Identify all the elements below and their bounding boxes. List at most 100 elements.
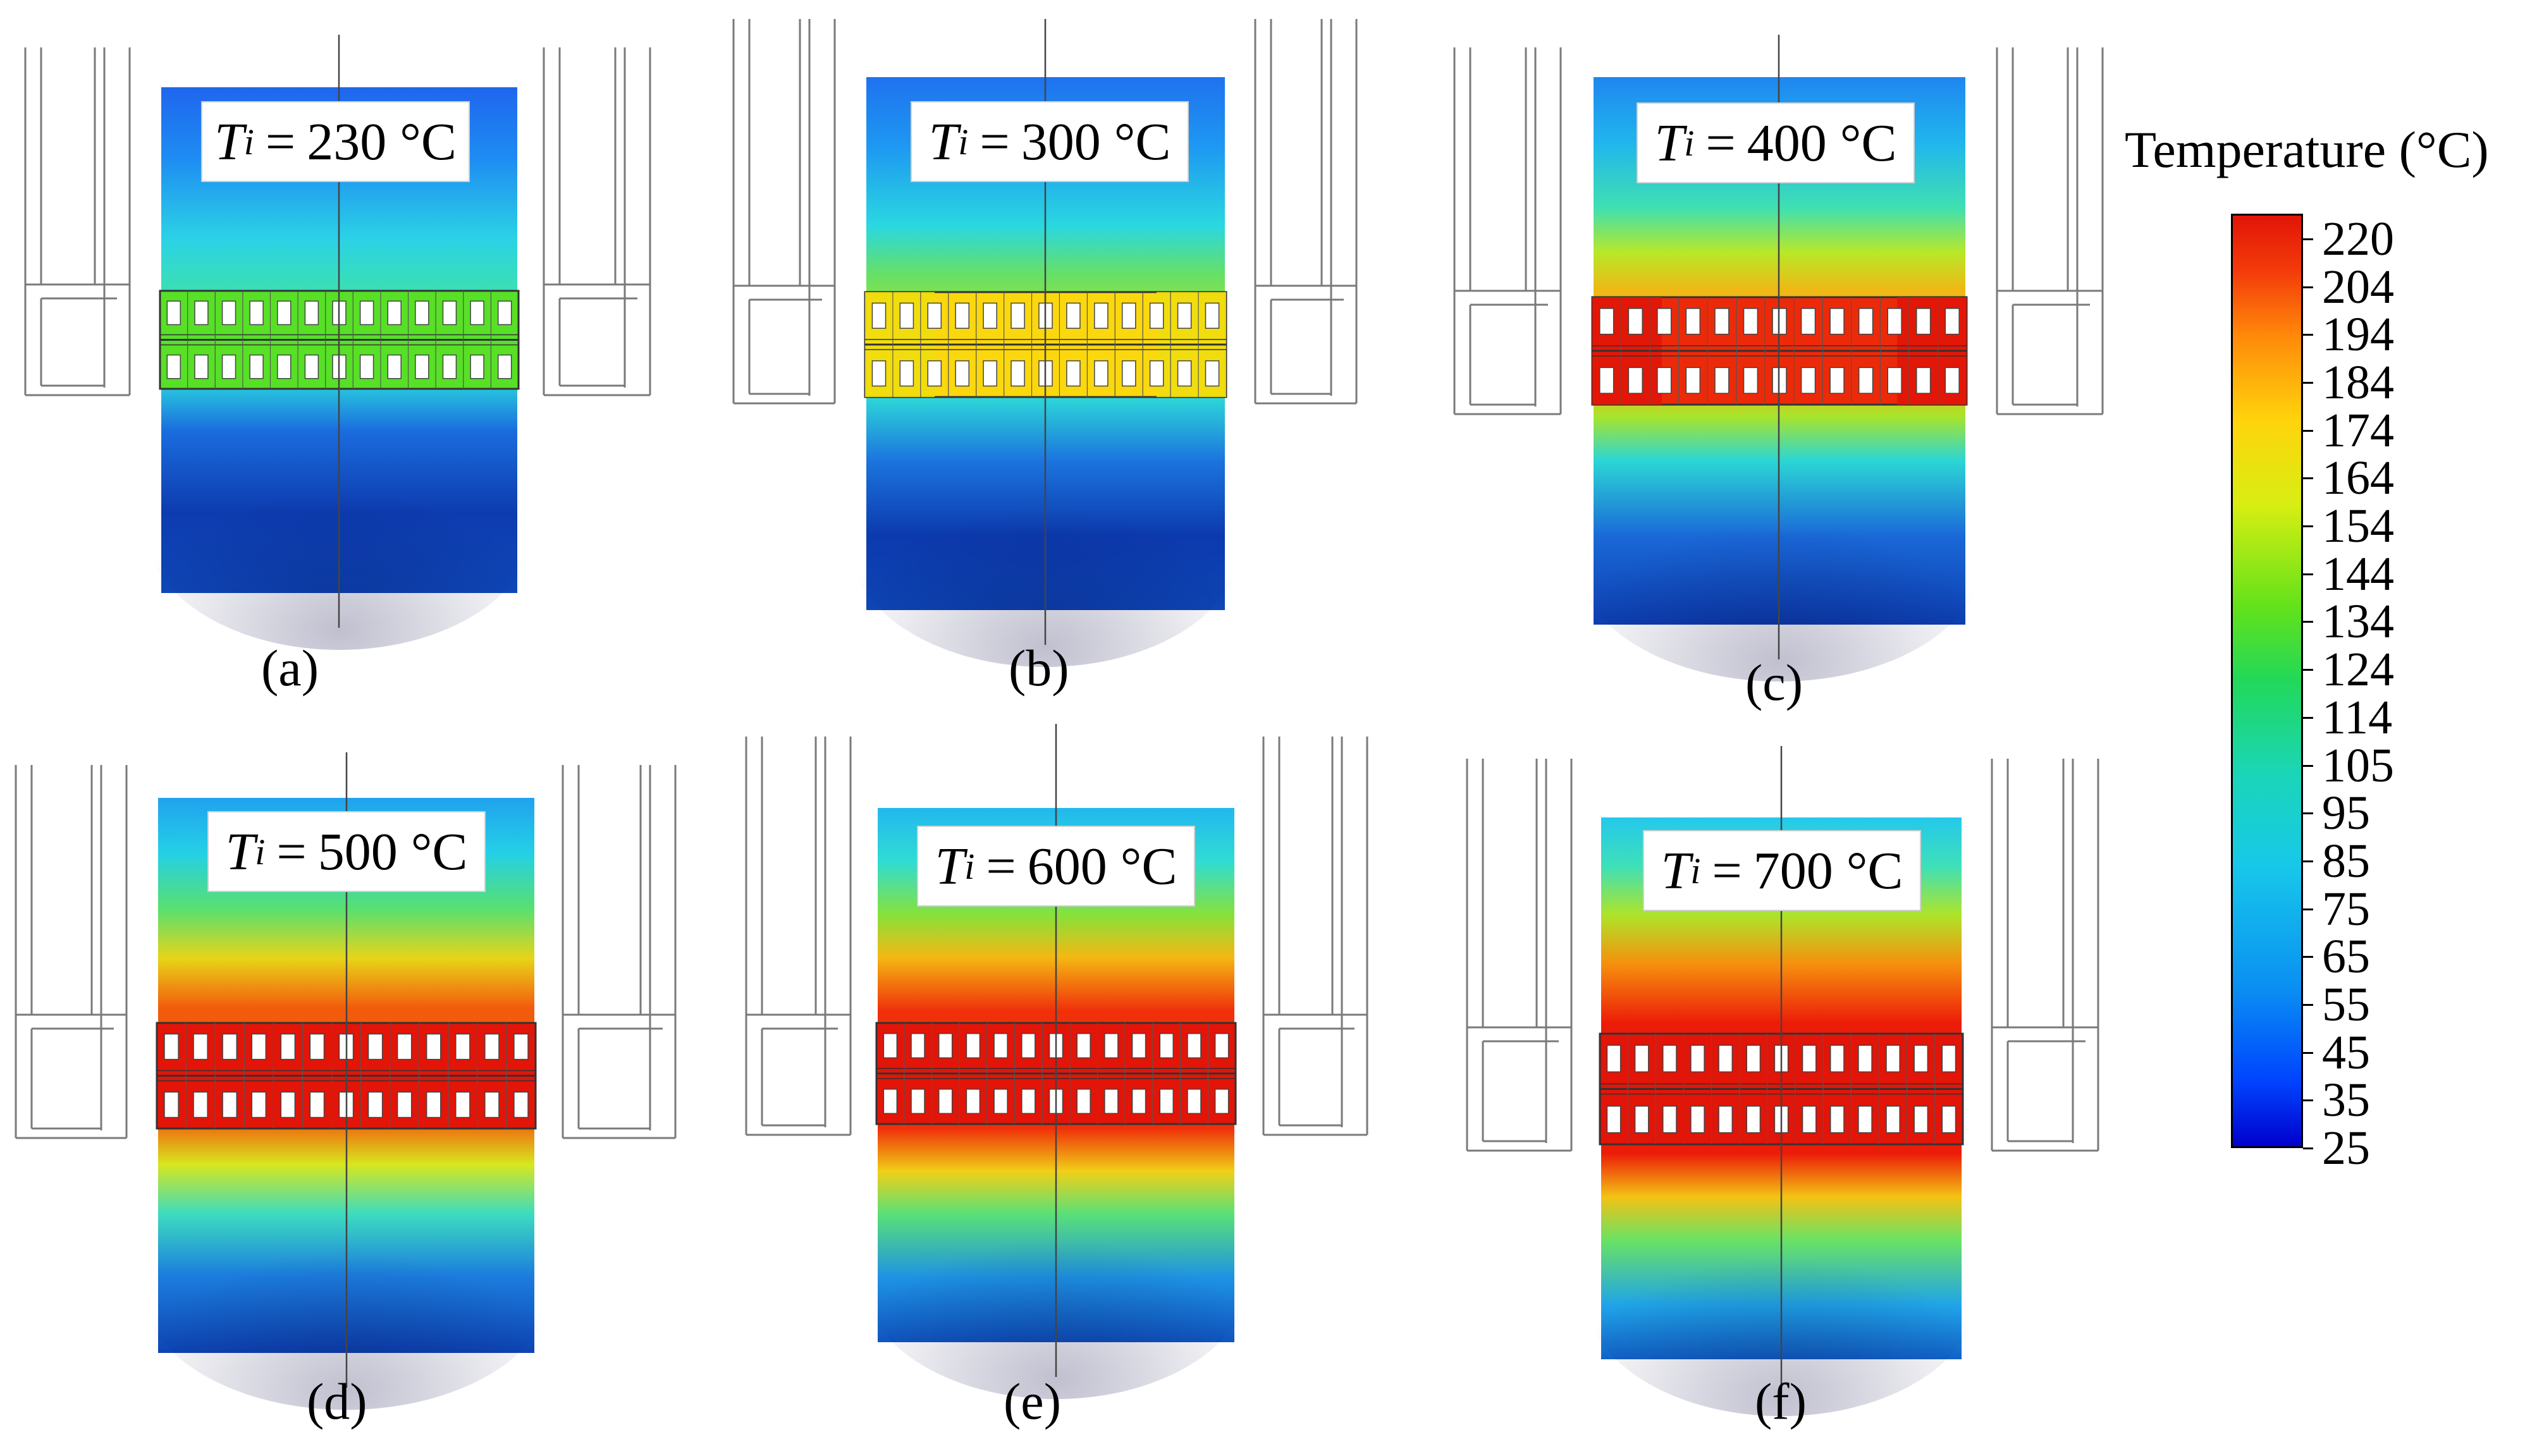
slab-cell	[497, 300, 512, 326]
label-value: 700	[1753, 841, 1833, 900]
label-equals: =	[986, 836, 1016, 896]
slab-cell	[251, 1091, 267, 1118]
slab-cell	[1743, 308, 1759, 335]
slab-cell	[1121, 302, 1136, 329]
slab-cell	[955, 360, 970, 387]
left-frame	[1453, 47, 1562, 415]
colorbar-tick-mark	[2303, 286, 2313, 288]
slab-cell	[1628, 367, 1643, 394]
slab-cell	[1944, 308, 1960, 335]
slab-cell	[1657, 308, 1672, 335]
colorbar-tick-label: 35	[2322, 1074, 2370, 1127]
right-frame	[1996, 47, 2104, 415]
slab-cell	[249, 354, 264, 379]
slab-cell	[1076, 1033, 1091, 1058]
slab-cell	[1746, 1105, 1761, 1134]
left-frame	[1466, 759, 1573, 1152]
slab-cell	[966, 1033, 981, 1058]
label-equals: =	[276, 822, 307, 881]
slab-cell	[927, 360, 942, 387]
slab-cell	[387, 300, 402, 326]
slab-cell	[1718, 1044, 1733, 1073]
colorbar-tick-label: 95	[2322, 786, 2370, 840]
colorbar-tick-label: 45	[2322, 1025, 2370, 1079]
slab-cell	[1187, 1033, 1201, 1058]
slab-cell	[484, 1091, 500, 1118]
colorbar-tick-label: 85	[2322, 834, 2370, 888]
colorbar-tick-mark	[2303, 334, 2313, 336]
slab-cell	[1916, 367, 1931, 394]
colorbar-tick-mark	[2303, 812, 2313, 815]
slab-cell	[983, 302, 997, 329]
slab-cell	[221, 300, 236, 326]
colorbar-tick-mark	[2303, 573, 2313, 575]
slab-cell	[309, 1091, 325, 1118]
slab-cell	[1104, 1089, 1119, 1114]
slab-cell	[359, 300, 374, 326]
slab-cell	[1690, 1044, 1705, 1073]
slab-cell	[470, 300, 484, 326]
slab-cell	[367, 1091, 383, 1118]
colorbar-tick-mark	[2303, 1147, 2313, 1149]
slab-cell	[1690, 1105, 1705, 1134]
label-symbol: T	[1654, 113, 1685, 173]
slab-cell	[387, 354, 402, 379]
colorbar-tick-label: 124	[2322, 643, 2394, 697]
slab-cell	[359, 354, 374, 379]
right-frame	[1262, 737, 1368, 1136]
slab-cell	[166, 300, 181, 326]
label-equals: =	[265, 112, 296, 171]
slab-cell	[1599, 367, 1614, 394]
slab-cell	[911, 1089, 925, 1114]
slab-cell	[222, 1033, 238, 1060]
slab-cell	[1177, 302, 1192, 329]
slab-cell	[1886, 1105, 1900, 1134]
slab-cell	[1628, 308, 1643, 335]
panel-caption: (c)	[1745, 654, 1803, 711]
slab-cell	[1829, 1105, 1845, 1134]
label-subscript: i	[243, 121, 254, 162]
colorbar-tick-mark	[2303, 764, 2313, 767]
slab-cell	[1802, 1105, 1817, 1134]
slab-cell	[1886, 1044, 1900, 1073]
slab-cell	[1829, 308, 1845, 335]
slab-cell	[194, 354, 209, 379]
slab-cell	[1802, 1044, 1817, 1073]
slab-cell	[1606, 1105, 1621, 1134]
label-value: 500	[317, 822, 398, 881]
label-unit: °C	[1840, 113, 1897, 173]
slab-cell	[1066, 302, 1081, 329]
slab-cell	[1214, 1089, 1229, 1114]
slab-cell	[927, 302, 942, 329]
label-subscript: i	[964, 845, 975, 887]
colorbar-tick-label: 25	[2322, 1122, 2370, 1175]
slab-cell	[1829, 1044, 1845, 1073]
colorbar-tick-label: 220	[2322, 212, 2394, 266]
slab-cell	[1685, 367, 1701, 394]
slab-cell	[222, 1091, 238, 1118]
slab-cell	[955, 302, 970, 329]
colorbar-tick-label: 184	[2322, 356, 2394, 410]
slab-cell	[1606, 1044, 1621, 1073]
panel-caption: (d)	[307, 1373, 367, 1430]
colorbar-tick-mark	[2303, 1003, 2313, 1006]
label-unit: °C	[1846, 841, 1903, 900]
slab-cell	[1662, 1044, 1677, 1073]
colorbar-tick-label: 105	[2322, 738, 2394, 792]
slab-cell	[426, 1033, 441, 1060]
label-unit: °C	[1120, 836, 1177, 896]
slab-cell	[938, 1033, 953, 1058]
label-equals: =	[1705, 113, 1736, 173]
slab-cell	[1916, 308, 1931, 335]
left-frame	[15, 765, 128, 1139]
label-symbol: T	[214, 112, 244, 171]
slab-cell	[484, 1033, 500, 1060]
panel-caption: (f)	[1755, 1373, 1807, 1430]
label-unit: °C	[1114, 112, 1171, 171]
slab-cell	[277, 354, 292, 379]
slab-cell	[426, 1091, 441, 1118]
